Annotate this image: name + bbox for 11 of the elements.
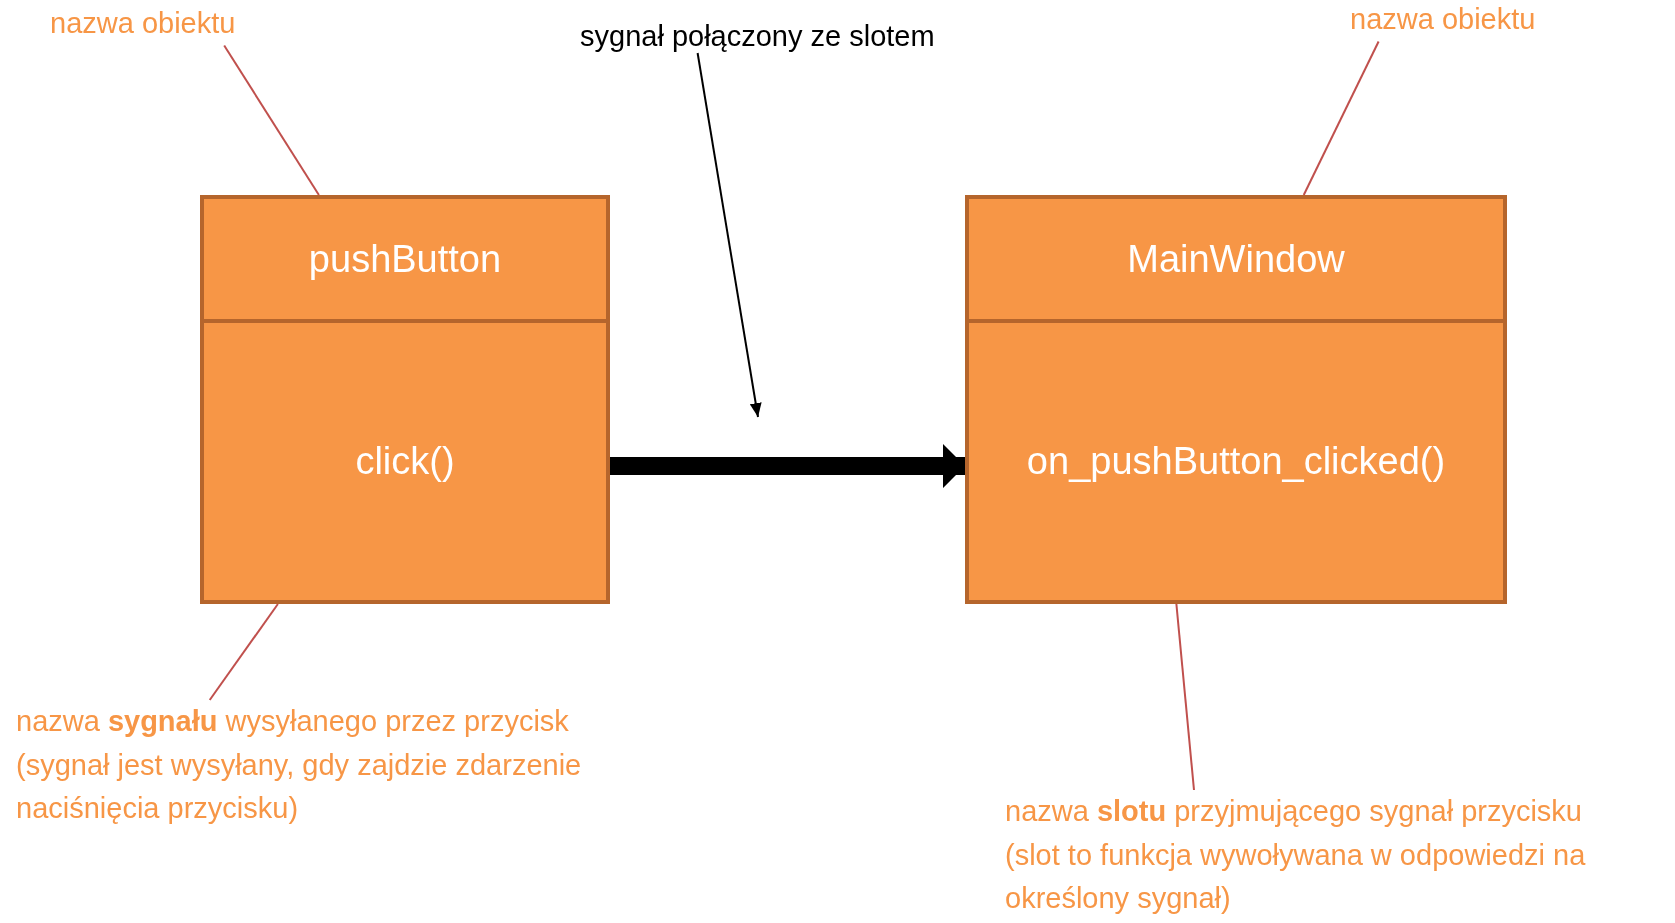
annotation-text: nazwa sygnału wysyłanego przez przycisk (sygnał jest wysyłany, gdy zajdzie zdarzenie naciśnięcia przycisku) [16, 700, 631, 831]
annotation-text: nazwa obiektu [1350, 0, 1610, 42]
annotation-text: sygnał połączony ze slotem [580, 20, 1000, 53]
leader-line [223, 44, 320, 196]
leader-line [1175, 603, 1195, 791]
arrow [610, 444, 965, 489]
leader-line [1302, 40, 1380, 196]
leader-line [208, 603, 279, 701]
annotation-text: nazwa slotu przyjmującego sygnał przycisku (slot to funkcja wywoływana w odpowiedzi na określony sygnał) [1005, 790, 1635, 921]
arrow [696, 52, 762, 418]
annotation-text: nazwa obiektu [50, 2, 310, 46]
